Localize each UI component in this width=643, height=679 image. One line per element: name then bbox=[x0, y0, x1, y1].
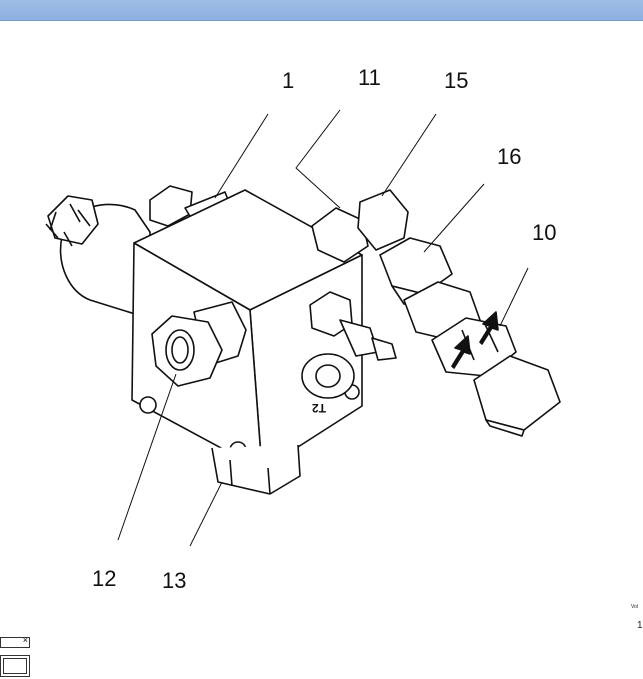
close-icon[interactable]: × bbox=[22, 635, 28, 645]
callout-15: 15 bbox=[444, 68, 469, 93]
mini-window-2[interactable] bbox=[0, 655, 30, 677]
bottom-port bbox=[211, 444, 301, 495]
edge-text-digit: 1 bbox=[637, 620, 643, 631]
flow-arrows bbox=[451, 311, 499, 369]
svg-text:T2: T2 bbox=[312, 401, 326, 415]
callout-10: 10 bbox=[532, 220, 557, 245]
inline-nut-16 bbox=[379, 237, 453, 311]
mini-window-frame bbox=[3, 658, 27, 674]
callout-1: 1 bbox=[282, 68, 295, 93]
port-fitting-12 bbox=[151, 301, 247, 387]
leader-lines bbox=[117, 109, 529, 547]
side-fitting: T2 bbox=[301, 291, 397, 415]
edge-text-small: Vol bbox=[631, 604, 638, 610]
mini-window-1[interactable]: × bbox=[0, 635, 30, 648]
inline-nut-end bbox=[473, 355, 561, 437]
check-valve-10 bbox=[431, 317, 517, 377]
callout-16: 16 bbox=[497, 144, 522, 169]
connector-11 bbox=[311, 189, 409, 263]
callout-13: 13 bbox=[162, 568, 187, 593]
callout-12: 12 bbox=[92, 566, 117, 591]
callout-11: 11 bbox=[358, 65, 381, 90]
solenoid-coil bbox=[45, 195, 151, 319]
window-title-bar bbox=[0, 0, 643, 21]
